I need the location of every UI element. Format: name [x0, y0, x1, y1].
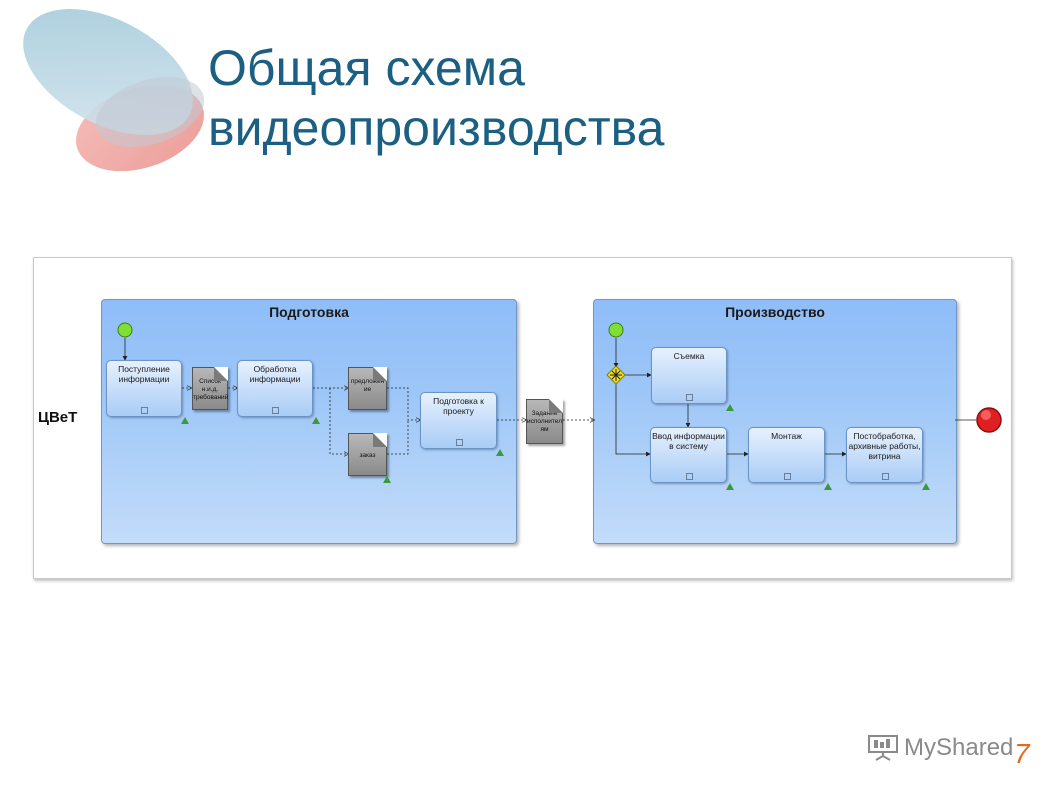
task-marker-icon	[312, 417, 320, 424]
task-marker-icon	[824, 483, 832, 490]
task-marker-icon	[496, 449, 504, 456]
task-receive-information: Поступление информации	[106, 360, 182, 417]
document-executor-task: Задание исполнител ям	[526, 399, 563, 444]
slide-title-line2: видеопроизводства	[208, 100, 665, 156]
subprocess-marker-icon	[686, 394, 693, 401]
task-editing: Монтаж	[748, 427, 825, 483]
document-order: заказ	[348, 433, 387, 476]
pool-production: Производство	[593, 299, 957, 544]
subprocess-marker-icon	[141, 407, 148, 414]
task-data-entry: Ввод информации в систему	[650, 427, 727, 483]
document-requirements-list: Список н.и.д. требований	[192, 367, 228, 410]
subprocess-marker-icon	[272, 407, 279, 414]
start-event-preparation	[117, 322, 133, 338]
subprocess-marker-icon	[783, 473, 791, 480]
slide-title: Общая схема видеопроизводства	[208, 38, 664, 158]
subprocess-marker-icon	[455, 439, 463, 446]
slide-title-line1: Общая схема	[208, 40, 525, 96]
subprocess-marker-icon	[685, 473, 693, 480]
pool-preparation-title: Подготовка	[269, 304, 349, 320]
logo-icon	[868, 735, 898, 761]
document-proposal: предложен ие	[348, 367, 387, 410]
task-marker-icon	[922, 483, 930, 490]
task-marker-icon	[383, 476, 391, 483]
task-marker-icon	[181, 417, 189, 424]
subprocess-marker-icon	[881, 473, 889, 480]
logo-text: MyShared	[904, 734, 1014, 761]
task-postproduction: Постобработка, архивные работы, витрина	[846, 427, 923, 483]
task-marker-icon	[726, 404, 734, 411]
decorative-ellipses	[23, 8, 205, 172]
page-number: 7	[1014, 738, 1030, 769]
task-process-information: Обработка информации	[237, 360, 313, 417]
gateway-icon	[606, 365, 626, 385]
task-project-preparation: Подготовка к проекту	[420, 392, 497, 449]
start-event-production	[608, 322, 624, 338]
task-marker-icon	[726, 483, 734, 490]
lane-label: ЦВеТ	[38, 409, 78, 426]
pool-production-title: Производство	[725, 304, 825, 320]
task-filming: Съемка	[651, 347, 727, 404]
